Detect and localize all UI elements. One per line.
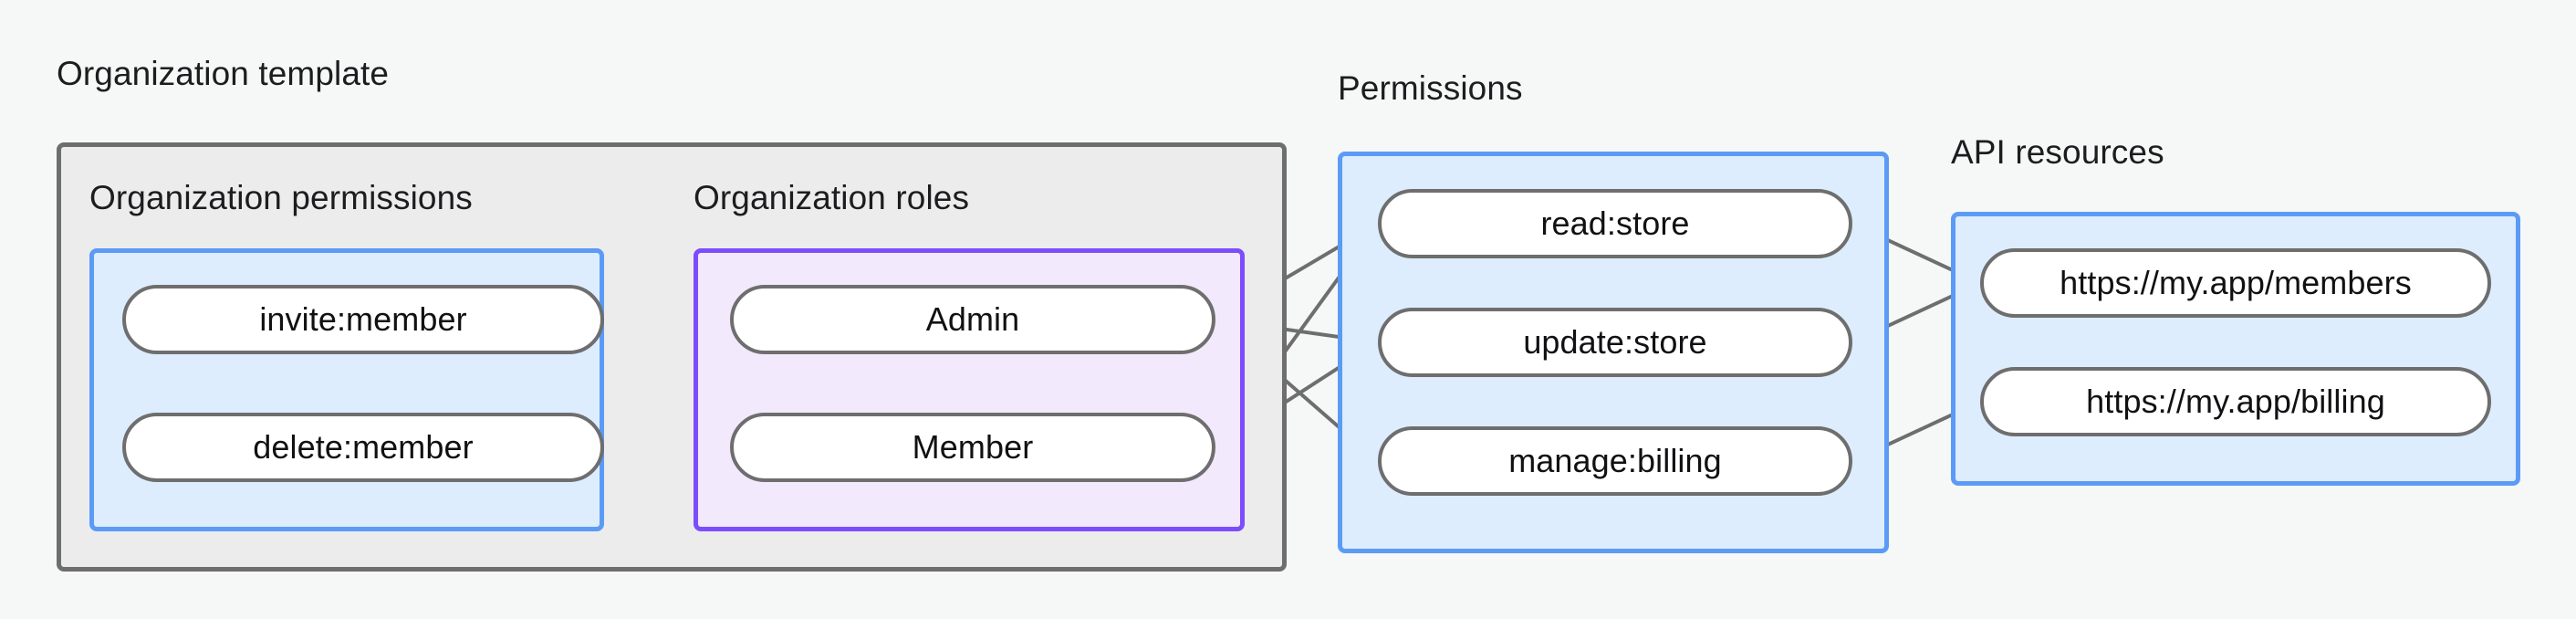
organization-roles-label: Organization roles — [694, 179, 970, 216]
node-invite-member[interactable]: invite:member — [122, 285, 604, 354]
node-my-app-members[interactable]: https://my.app/members — [1980, 248, 2491, 318]
node-read-store[interactable]: read:store — [1378, 189, 1852, 258]
node-member[interactable]: Member — [730, 413, 1215, 482]
node-admin[interactable]: Admin — [730, 285, 1215, 354]
node-update-store[interactable]: update:store — [1378, 308, 1852, 377]
node-manage-billing[interactable]: manage:billing — [1378, 426, 1852, 496]
api-resources-label: API resources — [1951, 133, 2164, 171]
node-my-app-billing[interactable]: https://my.app/billing — [1980, 367, 2491, 436]
permissions-label: Permissions — [1338, 69, 1523, 107]
node-delete-member[interactable]: delete:member — [122, 413, 604, 482]
organization-template-label: Organization template — [57, 55, 390, 92]
organization-permissions-label: Organization permissions — [89, 179, 473, 216]
